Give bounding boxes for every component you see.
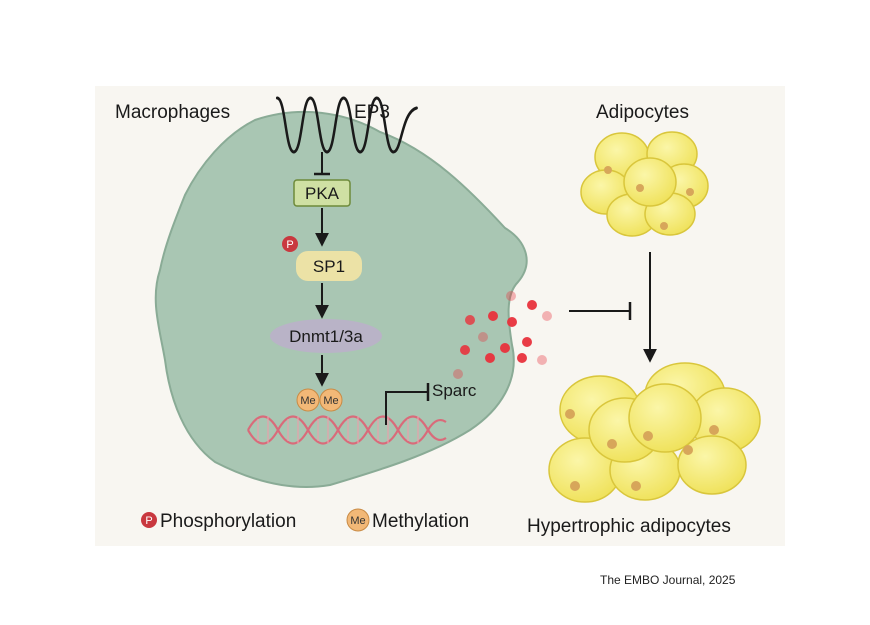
dnmt-label: Dnmt1/3a bbox=[289, 327, 363, 346]
secreted-sparc-dots bbox=[453, 291, 552, 379]
methyl-badge-2-text: Me bbox=[323, 395, 338, 407]
phospho-badge-sp1 bbox=[282, 236, 298, 252]
sparc-label: Sparc bbox=[432, 381, 477, 400]
methyl-badge-1 bbox=[296, 388, 320, 412]
phospho-badge-sp1-text: P bbox=[286, 239, 293, 251]
adipocytes-label: Adipocytes bbox=[596, 102, 689, 123]
hypertrophic-label: Hypertrophic adipocytes bbox=[527, 516, 731, 537]
macrophage-cell bbox=[154, 111, 528, 488]
adipocyte-cluster bbox=[580, 131, 709, 237]
citation-footer: The EMBO Journal, 2025 bbox=[600, 573, 736, 587]
macrophages-label: Macrophages bbox=[115, 102, 230, 123]
sparc-promoter-line bbox=[385, 391, 428, 425]
methyl-badge-1-text: Me bbox=[300, 395, 315, 407]
hypertrophic-nuclei bbox=[565, 409, 719, 491]
dna-helix-icon bbox=[247, 415, 447, 445]
methyl-badge-2 bbox=[319, 388, 343, 412]
pka-box bbox=[293, 179, 351, 207]
ep3-receptor-icon bbox=[275, 96, 418, 154]
legend-phospho-badge bbox=[141, 512, 157, 528]
legend-phospho-badge-text: P bbox=[145, 515, 152, 527]
legend-methyl-badge bbox=[346, 508, 370, 532]
hypertrophic-adipocyte-cluster bbox=[548, 362, 761, 503]
dnmt-shape bbox=[270, 319, 382, 353]
legend-methyl-badge-text: Me bbox=[350, 515, 365, 527]
sp1-box bbox=[296, 251, 362, 281]
adipocyte-nuclei bbox=[604, 166, 694, 230]
pka-label: PKA bbox=[305, 184, 340, 203]
legend-methyl-label: Methylation bbox=[372, 511, 469, 532]
ep3-label: EP3 bbox=[354, 102, 390, 123]
sp1-label: SP1 bbox=[313, 257, 345, 276]
legend-phospho-label: Phosphorylation bbox=[160, 511, 296, 532]
